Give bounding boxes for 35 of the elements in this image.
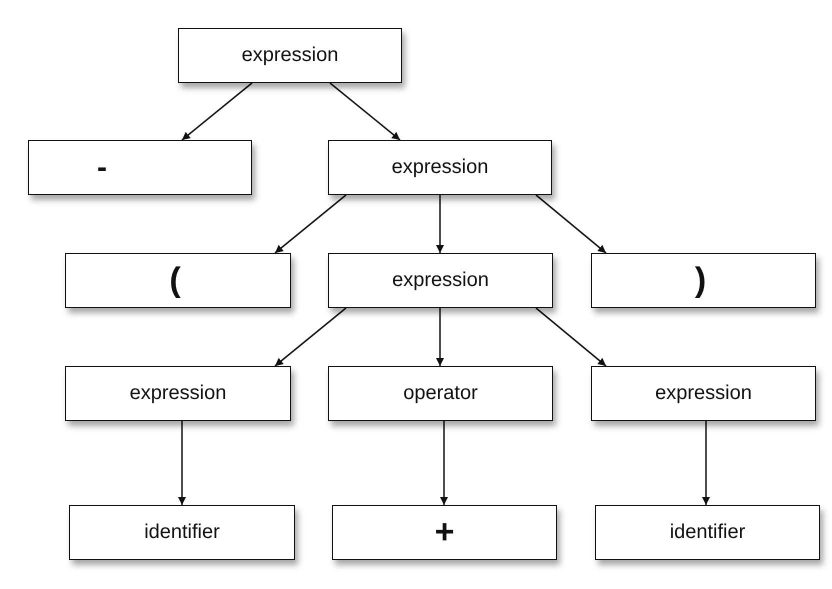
process-box [69,505,295,560]
arrow [536,194,606,254]
process-box [595,505,820,560]
process-box [28,140,252,195]
arrow [274,194,346,254]
arrow [536,307,606,367]
node-label: expression [130,382,226,405]
arrow [178,421,186,505]
symbol-label: - [97,150,107,184]
process-box [178,28,402,83]
node-label: expression [392,156,488,179]
node-label: expression [242,44,338,67]
symbol-label: ) [694,261,706,300]
process-box [328,366,553,421]
arrow [330,82,400,141]
process-box [591,366,816,421]
node-label: identifier [670,521,746,544]
process-box [332,505,557,560]
node-label: expression [655,382,752,405]
arrow [274,307,346,367]
arrow [440,421,448,505]
node-label: expression [392,269,489,292]
arrow [436,308,444,366]
node-label: operator [403,382,478,405]
process-box [328,140,552,195]
process-box [65,253,291,308]
arrow [436,195,444,253]
node-label: identifier [144,521,220,544]
symbol-label: ( [169,261,181,300]
arrow [702,421,710,505]
process-box [65,366,291,421]
arrow [182,82,252,141]
process-box [591,253,816,308]
symbol-label: + [434,513,454,552]
process-box [328,253,553,308]
